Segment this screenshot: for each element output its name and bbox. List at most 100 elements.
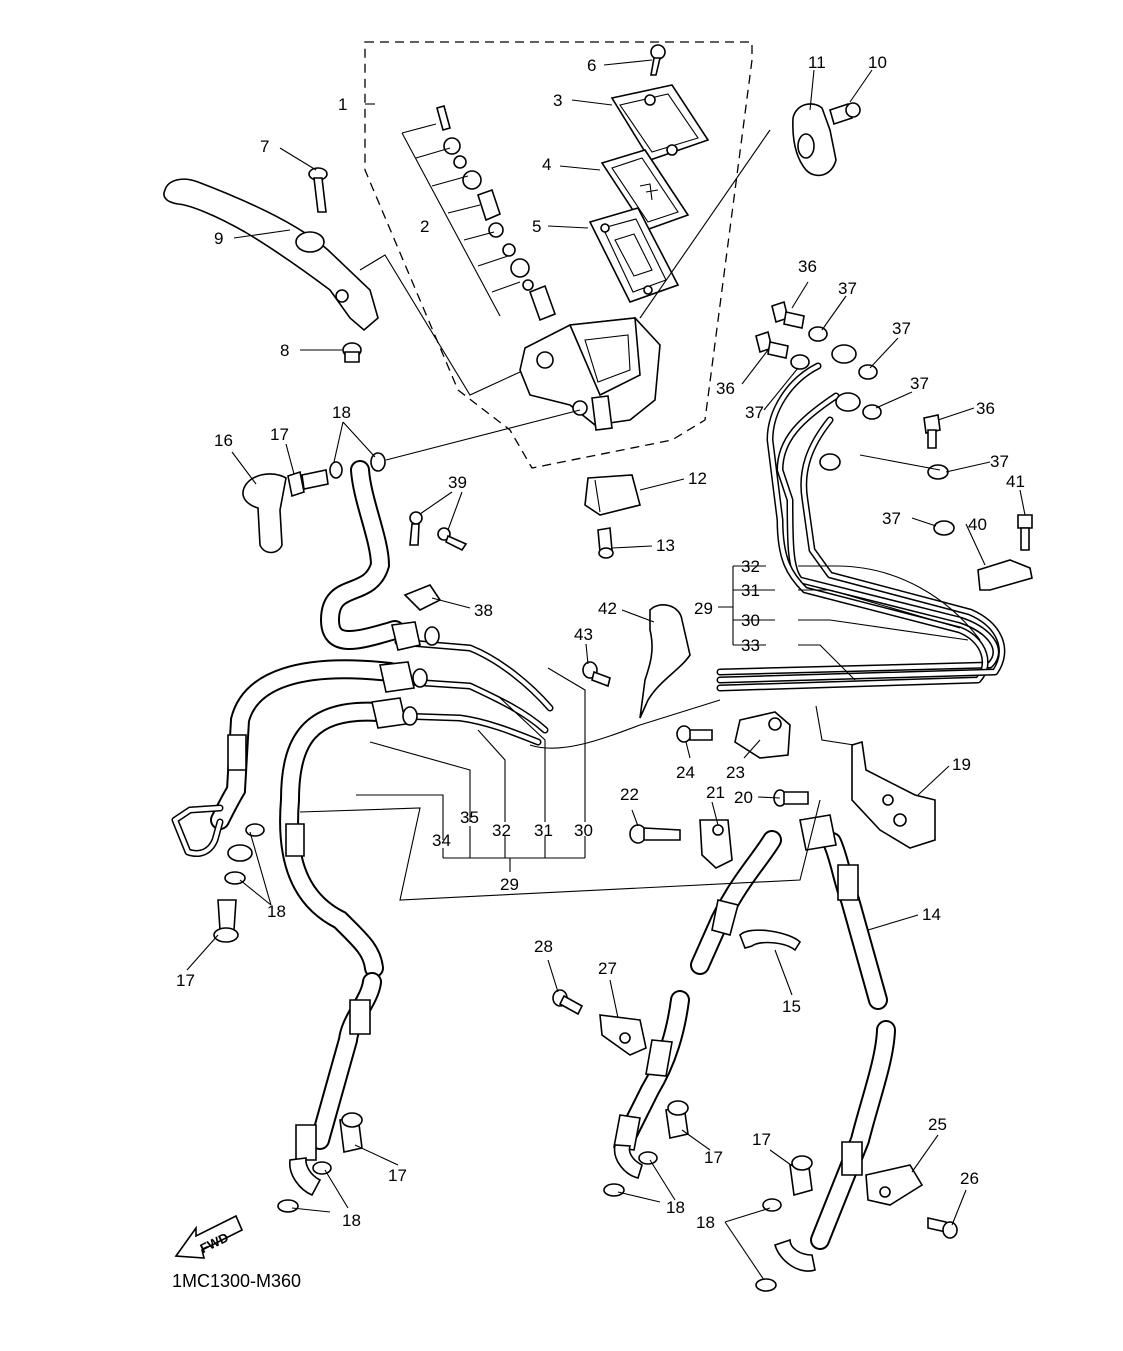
- callout-14: 14: [922, 905, 941, 924]
- callout-37-d: 37: [745, 403, 764, 422]
- callout-1: 1: [338, 95, 347, 114]
- callout-17-bottom-left: 17: [388, 1166, 407, 1185]
- callout-35: 35: [460, 808, 479, 827]
- callout-2: 2: [420, 217, 429, 236]
- bracket-40: [977, 559, 1033, 591]
- callout-21: 21: [706, 783, 725, 802]
- pivot-bolt: [308, 167, 328, 213]
- callout-4: 4: [542, 155, 551, 174]
- master-cylinder-body: [519, 317, 661, 431]
- callout-39: 39: [448, 473, 467, 492]
- clamp-38: [403, 584, 442, 611]
- hose-fittings: [227, 621, 863, 1176]
- callout-11: 11: [808, 53, 826, 72]
- callout-25: 25: [928, 1115, 947, 1134]
- callout-23: 23: [726, 763, 745, 782]
- callout-41: 41: [1006, 472, 1025, 491]
- callout-16: 16: [214, 431, 233, 450]
- callout-15: 15: [782, 997, 801, 1016]
- callout-36-left: 36: [716, 379, 735, 398]
- brake-hoses: [210, 460, 896, 1250]
- callout-18-left: 18: [267, 902, 286, 921]
- bolt-43: [582, 661, 611, 688]
- screws-39: [409, 511, 468, 552]
- clamp-15: [739, 929, 802, 952]
- callout-30-right: 30: [741, 611, 760, 630]
- leader-lines: [186, 59, 1026, 1281]
- banjo-bolt-top: [287, 469, 329, 498]
- brake-lever: [163, 178, 379, 332]
- holder-23: [734, 711, 791, 759]
- callout-18-bottom-left: 18: [342, 1211, 361, 1230]
- banjo-ends: [227, 844, 816, 1272]
- callout-12: 12: [688, 469, 707, 488]
- callout-36-top: 36: [798, 257, 817, 276]
- banjo-bolts-17: [213, 899, 813, 1197]
- callout-37-b: 37: [892, 319, 911, 338]
- cap-screw: [650, 44, 666, 76]
- callout-37-c: 37: [910, 374, 929, 393]
- washers-37: [790, 326, 955, 536]
- callout-18-bottom-mid: 18: [666, 1198, 685, 1217]
- holder-bolt: [829, 102, 861, 126]
- diagram-code: 1MC1300-M360: [172, 1271, 301, 1291]
- callout-33: 33: [741, 636, 760, 655]
- callout-8: 8: [280, 341, 289, 360]
- callout-7: 7: [260, 137, 269, 156]
- brake-pipes: [171, 362, 1006, 857]
- clamp-21: [699, 819, 733, 869]
- callout-31-bottom: 31: [534, 821, 553, 840]
- banjo-cover: [242, 473, 287, 554]
- callout-27: 27: [598, 959, 617, 978]
- bolt-28: [552, 989, 584, 1016]
- callout-22: 22: [620, 785, 639, 804]
- callout-37-f: 37: [882, 509, 901, 528]
- callout-3: 3: [553, 91, 562, 110]
- bolt-24: [676, 725, 713, 743]
- callout-18-top: 18: [332, 403, 351, 422]
- callout-17-bottom-right: 17: [752, 1130, 771, 1149]
- lever-holder: [792, 103, 837, 177]
- callout-19: 19: [952, 755, 971, 774]
- bolt-26: [927, 1217, 958, 1239]
- callout-24: 24: [676, 763, 695, 782]
- callout-32-right: 32: [741, 557, 760, 576]
- callout-17-top: 17: [270, 425, 289, 444]
- callout-9: 9: [214, 229, 223, 248]
- pivot-nut: [342, 342, 362, 363]
- diaphragm-plate: [600, 149, 690, 231]
- callout-5: 5: [532, 217, 541, 236]
- callout-29-bottom: 29: [500, 875, 519, 894]
- callout-17-left: 17: [176, 971, 195, 990]
- callout-17-bottom-mid: 17: [704, 1148, 723, 1167]
- callout-18-bottom-right: 18: [696, 1213, 715, 1232]
- callout-32-bottom: 32: [492, 821, 511, 840]
- guide-42: [639, 604, 691, 719]
- callout-37-a: 37: [838, 279, 857, 298]
- banjo-bolts-36: [755, 300, 941, 449]
- callout-20: 20: [734, 788, 753, 807]
- callout-10: 10: [868, 53, 887, 72]
- forward-arrow-icon: FWD: [174, 1214, 244, 1259]
- callout-34: 34: [432, 831, 451, 850]
- bolt-41: [1017, 514, 1033, 551]
- leader-2-bracket: [401, 123, 521, 317]
- reservoir-cap: [610, 84, 710, 161]
- callout-26: 26: [960, 1169, 979, 1188]
- callout-38: 38: [474, 601, 493, 620]
- callout-labels: 1 2 3 4 5 6 7 8 9 10 11 12 13 14 15 16 1…: [176, 53, 1025, 1232]
- brake-light-switch: [584, 474, 641, 559]
- clamp-25: [865, 1164, 924, 1206]
- clamp-27: [599, 1014, 647, 1056]
- callout-28: 28: [534, 937, 553, 956]
- bolt-22: [629, 824, 681, 844]
- callout-6: 6: [587, 56, 596, 75]
- callout-13: 13: [656, 536, 675, 555]
- pipe-bracket: [851, 740, 936, 849]
- callout-37-e: 37: [990, 452, 1009, 471]
- callout-31-right: 31: [741, 581, 760, 600]
- callout-36-right: 36: [976, 399, 995, 418]
- assembly-boundary: [364, 41, 753, 469]
- callout-40: 40: [968, 515, 987, 534]
